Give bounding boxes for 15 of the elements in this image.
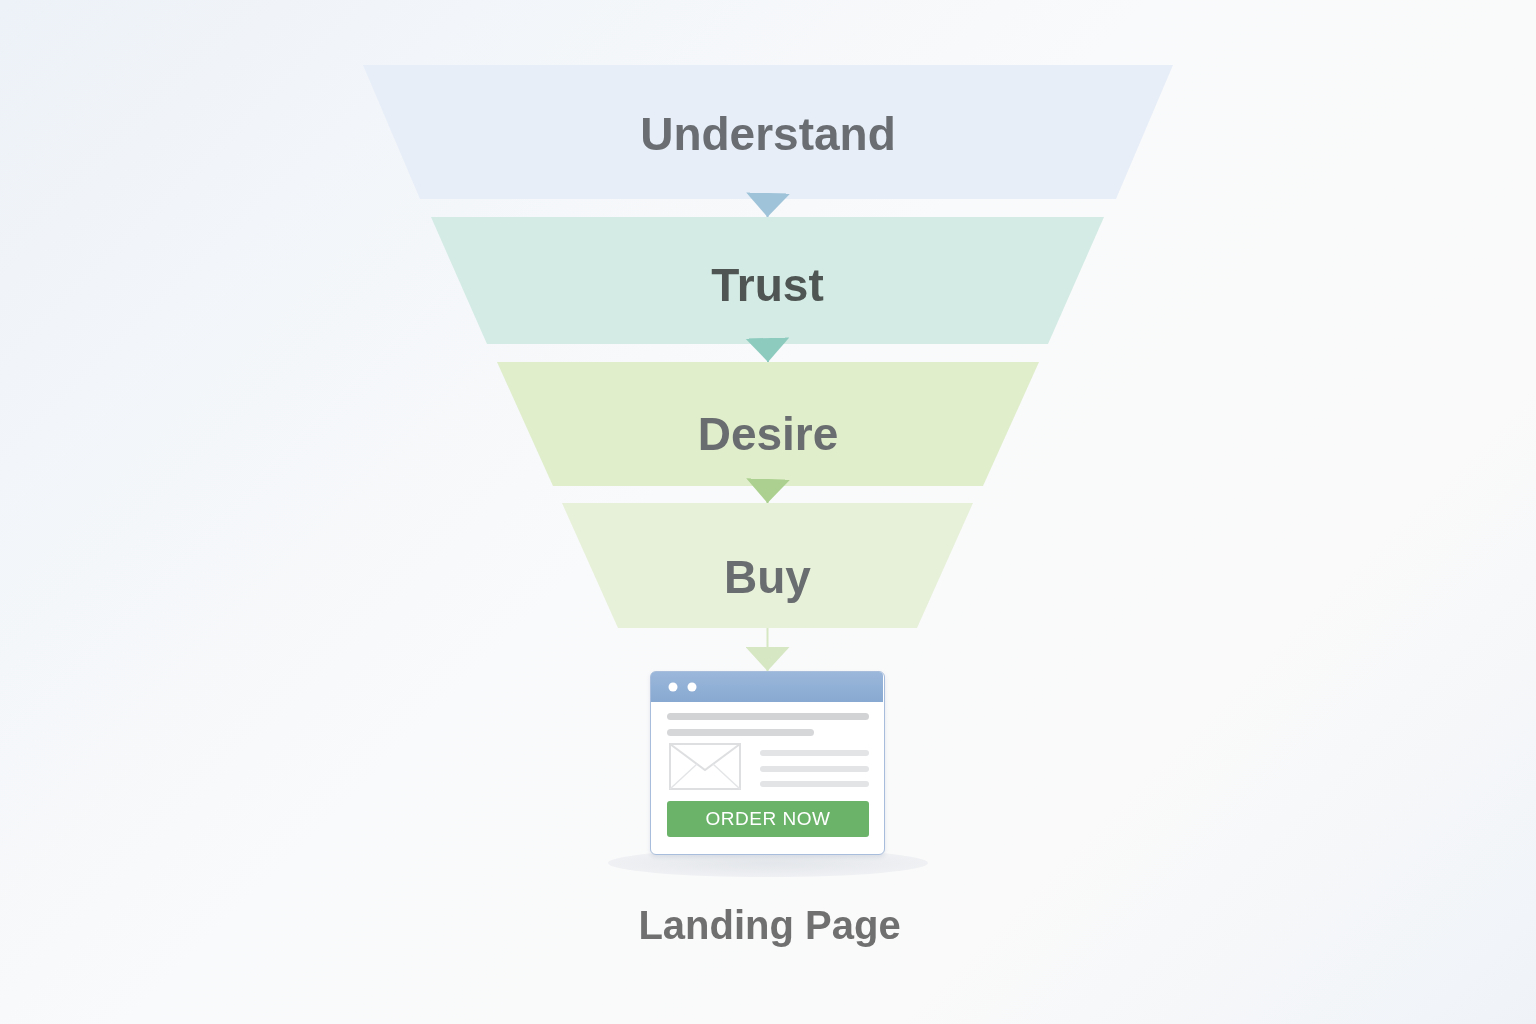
stage-label: Desire <box>697 408 839 460</box>
stage-label: Trust <box>711 260 824 311</box>
node-caption: Landing Page <box>638 903 901 947</box>
stage-label: Understand <box>640 108 896 160</box>
funnel-stage <box>363 65 1173 199</box>
arrow <box>745 627 790 672</box>
funnel-stage <box>562 503 973 628</box>
funnel-stage <box>497 362 1039 486</box>
stage-label: Buy <box>724 552 811 603</box>
arrow <box>746 192 791 218</box>
arrow <box>746 478 791 504</box>
funnel-stage <box>431 217 1104 344</box>
arrow <box>745 337 790 363</box>
order-button: ORDER NOW <box>667 801 869 837</box>
browser-window <box>650 671 885 855</box>
